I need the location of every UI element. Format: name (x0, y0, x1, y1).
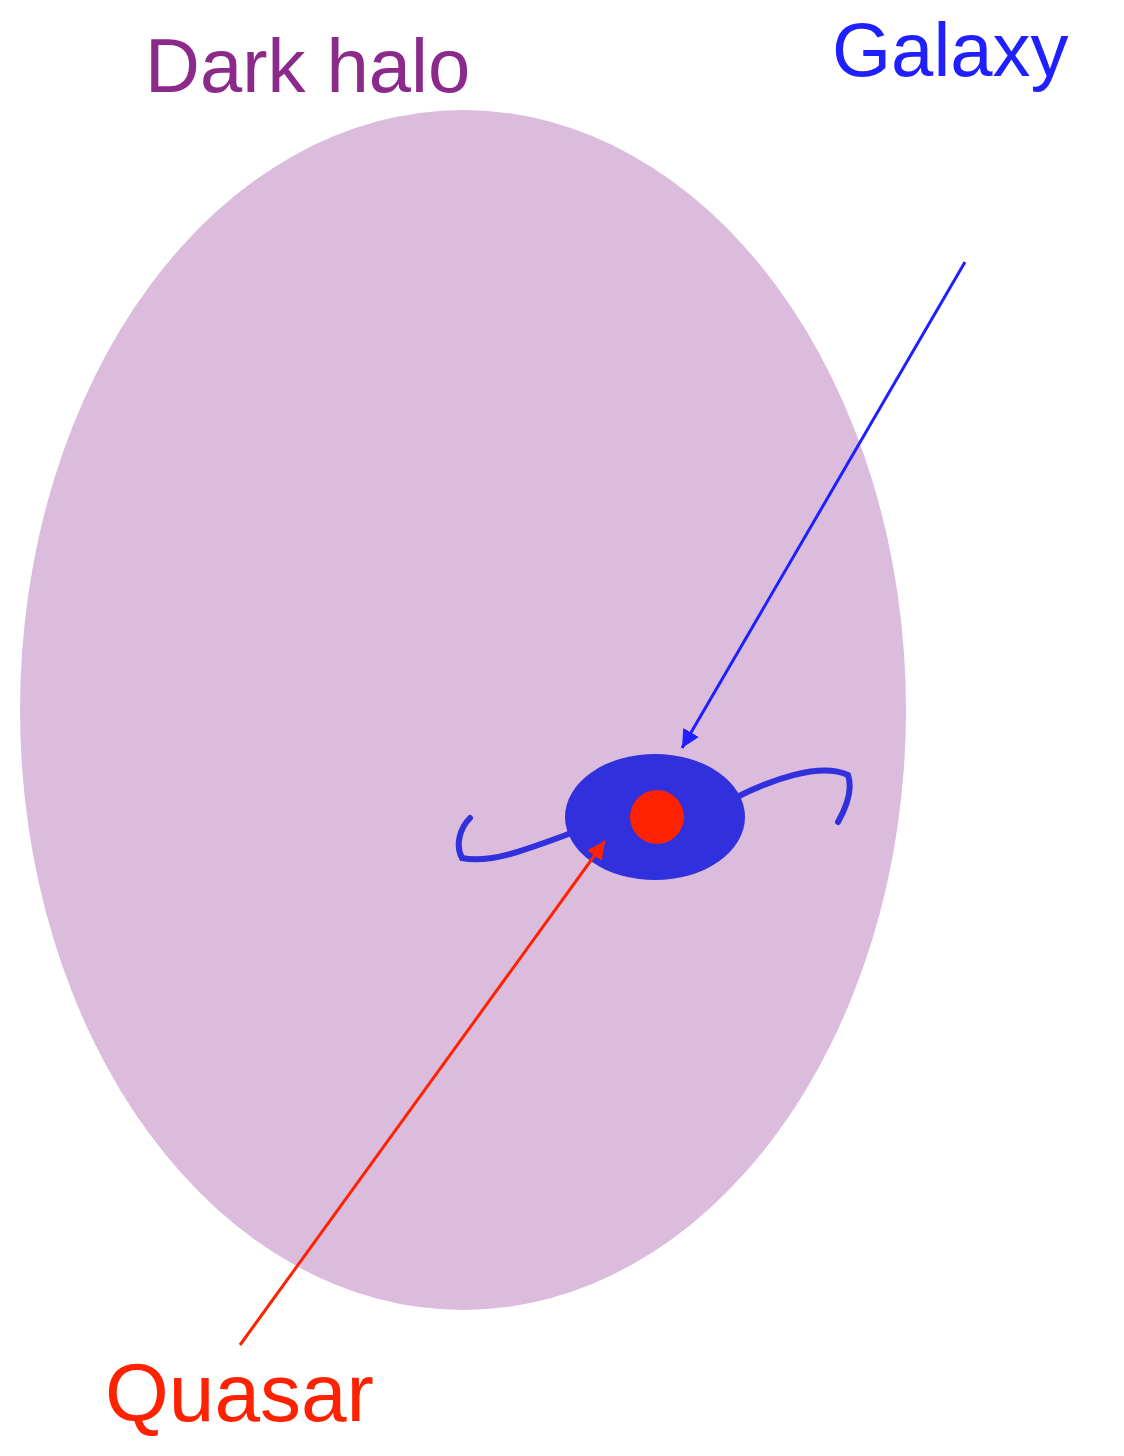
region-heading: Dark halo (145, 28, 470, 104)
quasar-dot (630, 790, 684, 844)
spiral-arm (735, 771, 850, 822)
leader-arrow (682, 262, 965, 748)
leader-arrow (240, 841, 605, 1345)
halo-region: Dark halo (20, 110, 906, 1310)
spiral-arm (459, 818, 574, 859)
halo-outline (20, 110, 906, 1310)
halo-ellipse (20, 110, 906, 1310)
callout-label: Galaxy (832, 12, 1069, 88)
galaxy-body (565, 754, 745, 880)
callout-label: Quasar (105, 1352, 374, 1434)
